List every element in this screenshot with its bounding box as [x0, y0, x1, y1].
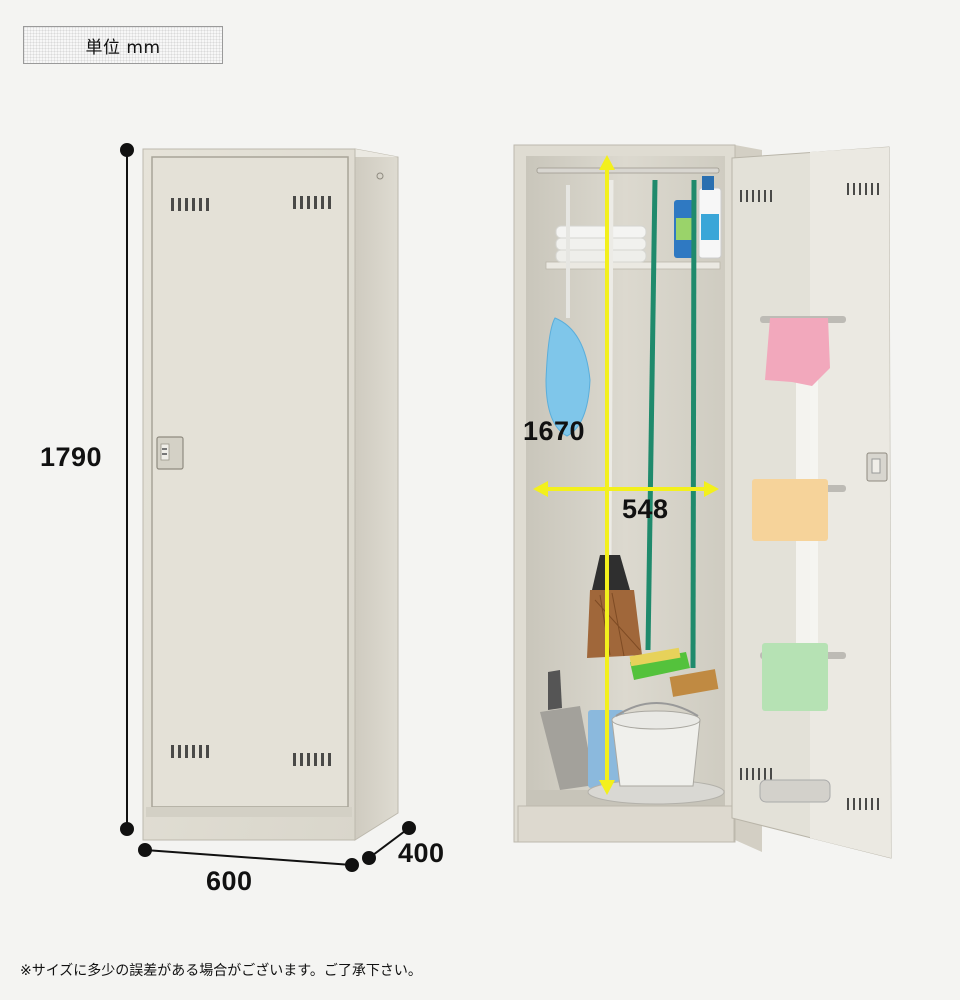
- cabinet-side: [354, 148, 399, 841]
- dimension-lines: [120, 143, 416, 872]
- dustpan-icon: [540, 670, 595, 790]
- towel-stack: [555, 225, 647, 263]
- green-cloth: [762, 643, 828, 711]
- inner-measure-arrows: [533, 155, 719, 795]
- vent-top-left: [171, 198, 209, 211]
- yellow-cloth: [752, 479, 828, 541]
- door-vent-bottom: [740, 768, 879, 810]
- disclaimer-note: ※サイズに多少の誤差がある場合がございます。ご了承下さい。: [20, 963, 422, 979]
- inner-width-dimension-label: 548: [622, 494, 669, 524]
- spray-bottle-icon: [674, 176, 722, 259]
- green-brush-icon: [629, 179, 719, 697]
- open-door-handle-icon: [866, 452, 888, 482]
- open-cabinet: [513, 144, 892, 859]
- broom-icon: [587, 179, 642, 658]
- duster-icon: [545, 185, 591, 437]
- door-vent-top: [740, 183, 879, 202]
- unit-label: 単位 mm: [23, 26, 223, 64]
- closed-cabinet: [142, 148, 399, 841]
- vent-bottom-right: [293, 753, 331, 766]
- door-handle-icon: [156, 436, 184, 470]
- rail-4: [759, 779, 831, 803]
- vent-bottom-left: [171, 745, 209, 758]
- hanger-bar: [536, 167, 720, 174]
- width-dimension-label: 600: [206, 866, 253, 896]
- height-dimension-label: 1790: [40, 442, 103, 472]
- cabinet-door: [151, 156, 349, 808]
- bucket-icon: [587, 702, 725, 805]
- vent-top-right: [293, 196, 331, 209]
- depth-dimension-label: 400: [398, 838, 445, 868]
- inner-height-dimension-label: 1670: [523, 416, 586, 446]
- pink-gloves: [765, 318, 830, 386]
